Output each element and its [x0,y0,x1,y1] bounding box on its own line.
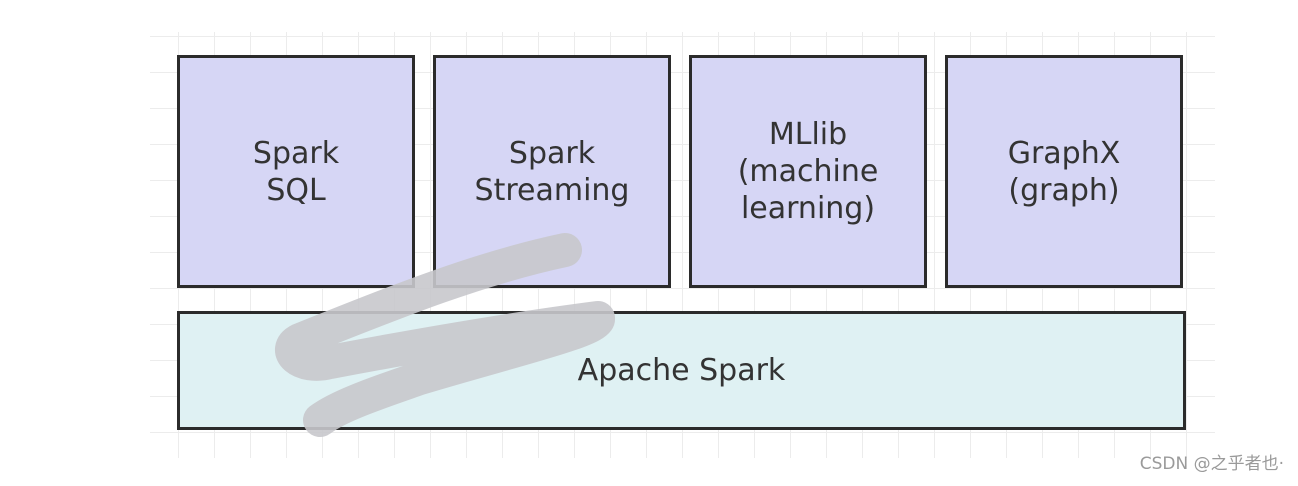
watermark: CSDN @之乎者也· [1139,454,1284,474]
apache-spark-label: Apache Spark [577,353,786,388]
mllib-box: MLlib (machine learning) [689,55,927,288]
graphx-box: GraphX (graph) [945,55,1183,288]
spark-sql-box: Spark SQL [177,55,415,288]
mllib-label-line-1: MLlib [768,117,848,152]
spark-sql-label-line-1: Spark [252,135,340,171]
mllib-label-line-3: learning) [740,191,876,226]
mllib-label-line-2: (machine [737,154,879,189]
spark-streaming-label-line-1: Spark [508,135,596,171]
spark-sql-label-line-2: SQL [266,172,326,208]
spark-streaming-label-line-2: Streaming [474,172,630,208]
spark-streaming-box: Spark Streaming [433,55,671,288]
graphx-label-line-2: (graph) [1008,172,1120,208]
graphx-label-line-1: GraphX [1007,135,1121,171]
scribble-stroke [275,233,615,437]
